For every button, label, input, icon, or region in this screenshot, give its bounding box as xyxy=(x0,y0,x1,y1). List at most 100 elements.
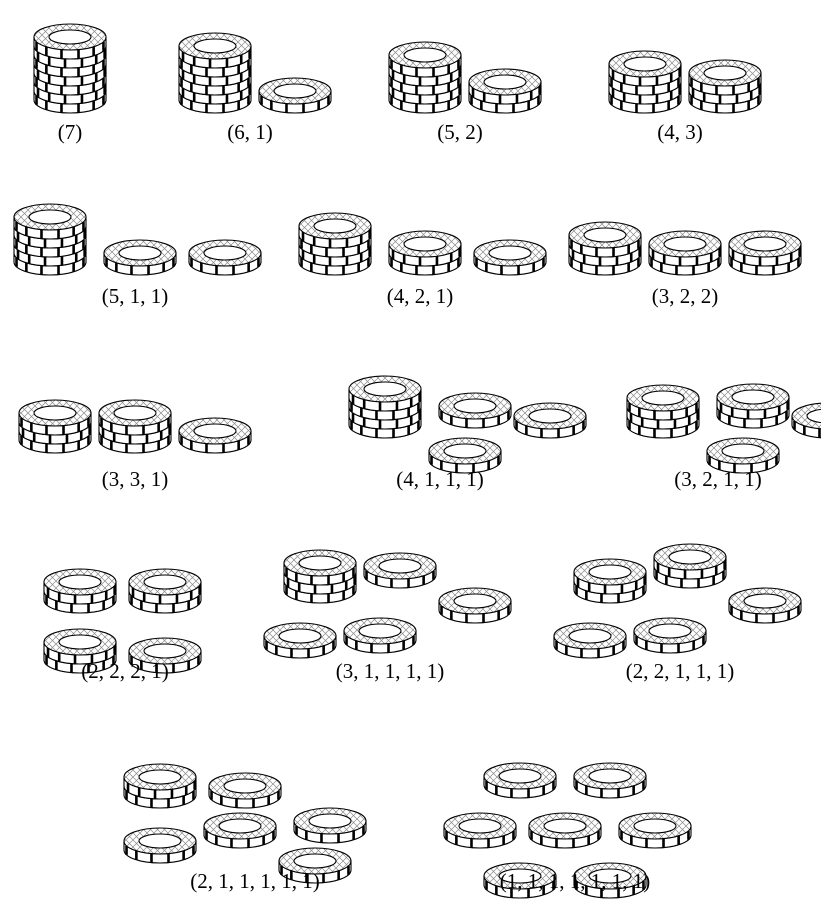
chip xyxy=(259,78,331,113)
chip-stack xyxy=(729,588,801,623)
chip xyxy=(204,813,276,848)
chip xyxy=(619,813,691,848)
chip-stack xyxy=(99,400,171,453)
chip xyxy=(514,403,586,438)
partition-label: (3, 2, 2) xyxy=(652,284,719,308)
chip-stack xyxy=(574,763,646,798)
chip-stack xyxy=(609,51,681,113)
chip xyxy=(364,553,436,588)
chip-stack xyxy=(129,569,201,613)
chip-stack xyxy=(264,623,336,658)
chip xyxy=(389,231,461,266)
chip xyxy=(474,240,546,275)
chip xyxy=(444,813,516,848)
chip xyxy=(654,544,726,579)
partition-panel: (2, 2, 2, 1) xyxy=(44,569,201,683)
chip xyxy=(44,569,116,604)
partition-panel: (3, 3, 1) xyxy=(19,400,251,491)
partition-label: (4, 1, 1, 1) xyxy=(396,467,484,491)
partition-label: (4, 2, 1) xyxy=(387,284,454,308)
chip-stack xyxy=(349,376,421,438)
chip xyxy=(124,764,196,799)
chip-stack xyxy=(554,623,626,658)
chip-stack xyxy=(104,240,176,275)
chip xyxy=(569,222,641,257)
chip-stack xyxy=(634,618,706,653)
chip-stack xyxy=(627,385,699,438)
partition-panel: (3, 2, 1, 1) xyxy=(627,384,821,491)
chip-stack xyxy=(569,222,641,275)
chip xyxy=(349,376,421,411)
chip-stack xyxy=(294,808,366,843)
chip-stack xyxy=(364,553,436,588)
partition-label: (5, 2) xyxy=(437,120,483,144)
chip-stack xyxy=(299,213,371,275)
chip xyxy=(99,400,171,435)
chip xyxy=(609,51,681,86)
chip xyxy=(729,588,801,623)
chip-stack xyxy=(469,69,541,113)
chip xyxy=(104,240,176,275)
chip xyxy=(529,813,601,848)
chip-stack xyxy=(574,559,646,603)
chip xyxy=(574,559,646,594)
chip-stack xyxy=(14,204,86,275)
chip xyxy=(469,69,541,104)
chip xyxy=(554,623,626,658)
chip-stack xyxy=(389,42,461,113)
chip xyxy=(34,24,106,59)
chip xyxy=(299,213,371,248)
chip-stack xyxy=(44,569,116,613)
partition-panel: (7) xyxy=(34,24,106,144)
chip xyxy=(179,418,251,453)
chip xyxy=(792,403,821,438)
partition-label: (3, 3, 1) xyxy=(102,467,169,491)
partition-label: (2, 2, 1, 1, 1) xyxy=(626,659,735,683)
chip xyxy=(717,384,789,419)
chip xyxy=(344,618,416,653)
chip-stack xyxy=(124,828,196,863)
partition-panel: (4, 1, 1, 1) xyxy=(349,376,586,491)
chip-stack xyxy=(439,393,511,428)
partition-panel: (3, 2, 2) xyxy=(569,222,801,308)
chip xyxy=(294,808,366,843)
partition-panel: (1, 1, 1, 1, 1, 1, 1) xyxy=(444,763,691,898)
chip xyxy=(439,588,511,623)
chip-stack xyxy=(284,550,356,603)
chip-stack xyxy=(19,400,91,453)
chip-stack xyxy=(34,24,106,113)
partition-label: (4, 3) xyxy=(657,120,703,144)
chip xyxy=(729,231,801,266)
chip-stack xyxy=(189,240,261,275)
partition-panel: (2, 2, 1, 1, 1) xyxy=(554,544,801,683)
partition-label: (3, 2, 1, 1) xyxy=(674,467,762,491)
chip xyxy=(129,569,201,604)
partition-label: (3, 1, 1, 1, 1) xyxy=(336,659,445,683)
chip xyxy=(649,231,721,266)
partition-panel: (3, 1, 1, 1, 1) xyxy=(264,550,511,683)
partition-label: (7) xyxy=(58,120,83,144)
chip-stack xyxy=(124,764,196,808)
chip-stack xyxy=(204,813,276,848)
chip-stack xyxy=(344,618,416,653)
chip xyxy=(179,33,251,68)
chip-stack xyxy=(179,418,251,453)
partition-panel: (6, 1) xyxy=(179,33,331,144)
chip-stack xyxy=(619,813,691,848)
chip xyxy=(189,240,261,275)
chip-stack xyxy=(389,231,461,275)
chip-stack xyxy=(792,403,821,438)
chip xyxy=(124,828,196,863)
chip-stack xyxy=(514,403,586,438)
chip xyxy=(14,204,86,239)
chip xyxy=(574,763,646,798)
chip-stack xyxy=(209,773,281,808)
chip-stack xyxy=(179,33,251,113)
chip-stack xyxy=(649,231,721,275)
partition-panel: (5, 1, 1) xyxy=(14,204,261,308)
chip-stack xyxy=(717,384,789,428)
partition-panel: (4, 3) xyxy=(609,51,761,144)
chip xyxy=(689,60,761,95)
